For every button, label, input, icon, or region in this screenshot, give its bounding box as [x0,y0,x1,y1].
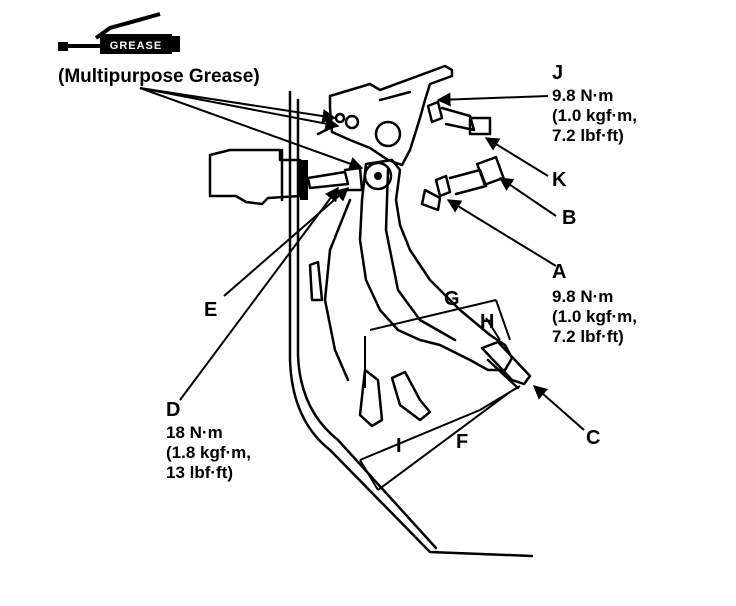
pedal-bracket [316,64,454,167]
pedal-arm [323,158,514,382]
label-f-letter: F [456,431,468,453]
label-j-spec-2: (1.0 kgf·m, [552,106,637,125]
grease-note: (Multipurpose Grease) [58,66,260,87]
label-d-spec-1: 18 N·m [166,423,223,442]
pedal-pad [308,260,532,428]
dimension-lines [359,299,521,491]
booster-block [208,148,302,206]
label-k-letter: K [552,169,567,191]
label-g-letter: G [444,288,460,310]
label-h-letter: H [480,311,494,333]
label-c-letter: C [586,427,600,449]
label-a-spec-2: (1.0 kgf·m, [552,307,637,326]
firewall-outline [288,90,534,558]
label-b-letter: B [562,207,576,229]
label-a-spec-3: 7.2 lbf·ft) [552,327,624,346]
label-d-spec-2: (1.8 kgf·m, [166,443,251,462]
label-j-spec-1: 9.8 N·m [552,86,613,105]
pedal-clevis [306,161,393,192]
label-j-letter: J [552,62,563,84]
switch-j-assembly [426,100,492,136]
label-a-letter: A [552,261,566,283]
switch-b-assembly [420,155,505,212]
label-j-spec-3: 7.2 lbf·ft) [552,126,624,145]
label-i-letter: I [396,435,402,457]
grease-gun-icon: GREASE [58,12,180,54]
label-d-letter: D [166,399,180,421]
label-d-spec-3: 13 lbf·ft) [166,463,233,482]
grease-badge-text: GREASE [110,40,162,52]
label-a-spec-1: 9.8 N·m [552,287,613,306]
label-e-letter: E [204,299,217,321]
